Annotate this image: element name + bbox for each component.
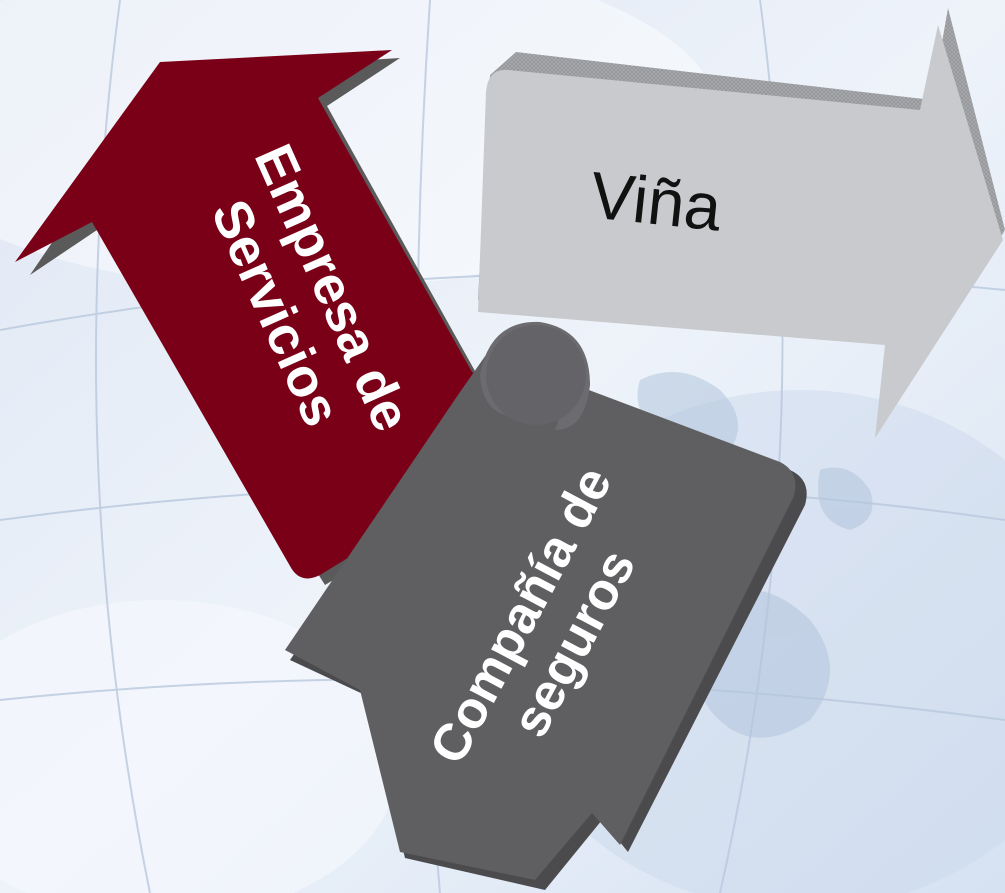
compania-arrow: Compañía de seguros	[285, 321, 807, 890]
vina-arrow: Viña	[478, 8, 1005, 438]
vina-label: Viña	[587, 157, 725, 244]
